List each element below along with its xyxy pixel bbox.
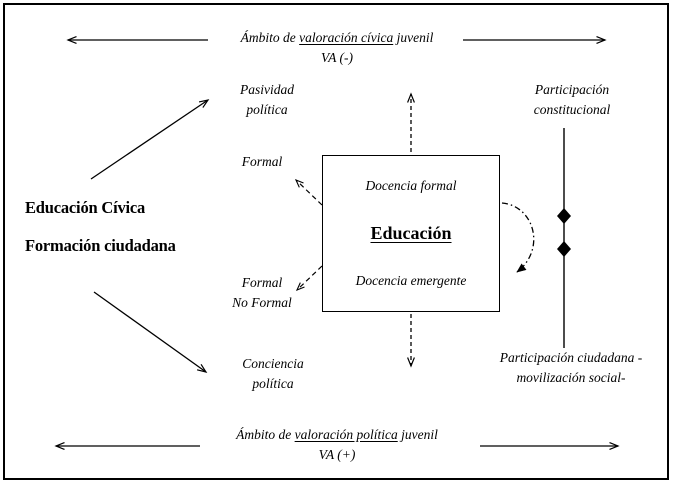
educacion-box-main-label: Educación: [370, 222, 452, 243]
top-axis-title-underlined: valoración cívica: [299, 30, 394, 45]
diagram-outer-border: [3, 3, 669, 480]
top-axis-title-suffix: juvenil: [393, 30, 434, 45]
left-label-line2: Formación ciudadana: [25, 236, 176, 255]
node-participacion-constitucional-line1: Participación: [534, 82, 610, 97]
node-pasividad-politica: Pasividad política: [212, 80, 322, 119]
left-label-line1: Educación Cívica: [25, 198, 146, 217]
node-formal-no-formal-line2: No Formal: [232, 294, 292, 310]
node-conciencia-politica-line1: Conciencia: [242, 356, 304, 371]
node-formal-no-formal-line1: Formal: [241, 275, 283, 290]
bottom-axis-title-line1: Ámbito de valoración política juvenil: [218, 425, 456, 445]
bottom-axis-title-line2: VA (+): [318, 446, 356, 462]
node-conciencia-politica: Conciencia política: [218, 354, 328, 393]
bottom-axis-title-underlined: valoración política: [294, 427, 398, 442]
top-axis-title: Ámbito de valoración cívica juvenil VA (…: [218, 28, 456, 67]
educacion-box: Docencia formal Educación Docencia emerg…: [322, 155, 500, 312]
node-participacion-constitucional: Participación constitucional: [507, 80, 637, 119]
node-formal-upper: Formal: [241, 154, 283, 169]
node-pasividad-politica-line2: política: [246, 101, 288, 117]
educacion-box-bottom-label: Docencia emergente: [355, 272, 467, 288]
top-axis-title-prefix: Ámbito de: [240, 30, 300, 45]
educacion-box-top-label: Docencia formal: [365, 178, 457, 194]
node-conciencia-politica-line2: política: [252, 375, 294, 391]
node-participacion-ciudadana-line1: Participación ciudadana -: [499, 350, 643, 365]
bottom-axis-title: Ámbito de valoración política juvenil VA…: [218, 425, 456, 464]
top-axis-title-line2: VA (-): [320, 49, 354, 65]
node-formal-no-formal: Formal No Formal: [212, 273, 312, 312]
bottom-axis-title-prefix: Ámbito de: [236, 427, 295, 442]
top-axis-title-line1: Ámbito de valoración cívica juvenil: [218, 28, 456, 48]
node-participacion-ciudadana: Participación ciudadana - movilización s…: [478, 348, 664, 387]
node-pasividad-politica-line1: Pasividad: [240, 82, 294, 97]
bottom-axis-title-suffix: juvenil: [397, 427, 438, 442]
node-participacion-constitucional-line2: constitucional: [533, 101, 611, 117]
node-participacion-ciudadana-line2: movilización social-: [516, 369, 626, 385]
